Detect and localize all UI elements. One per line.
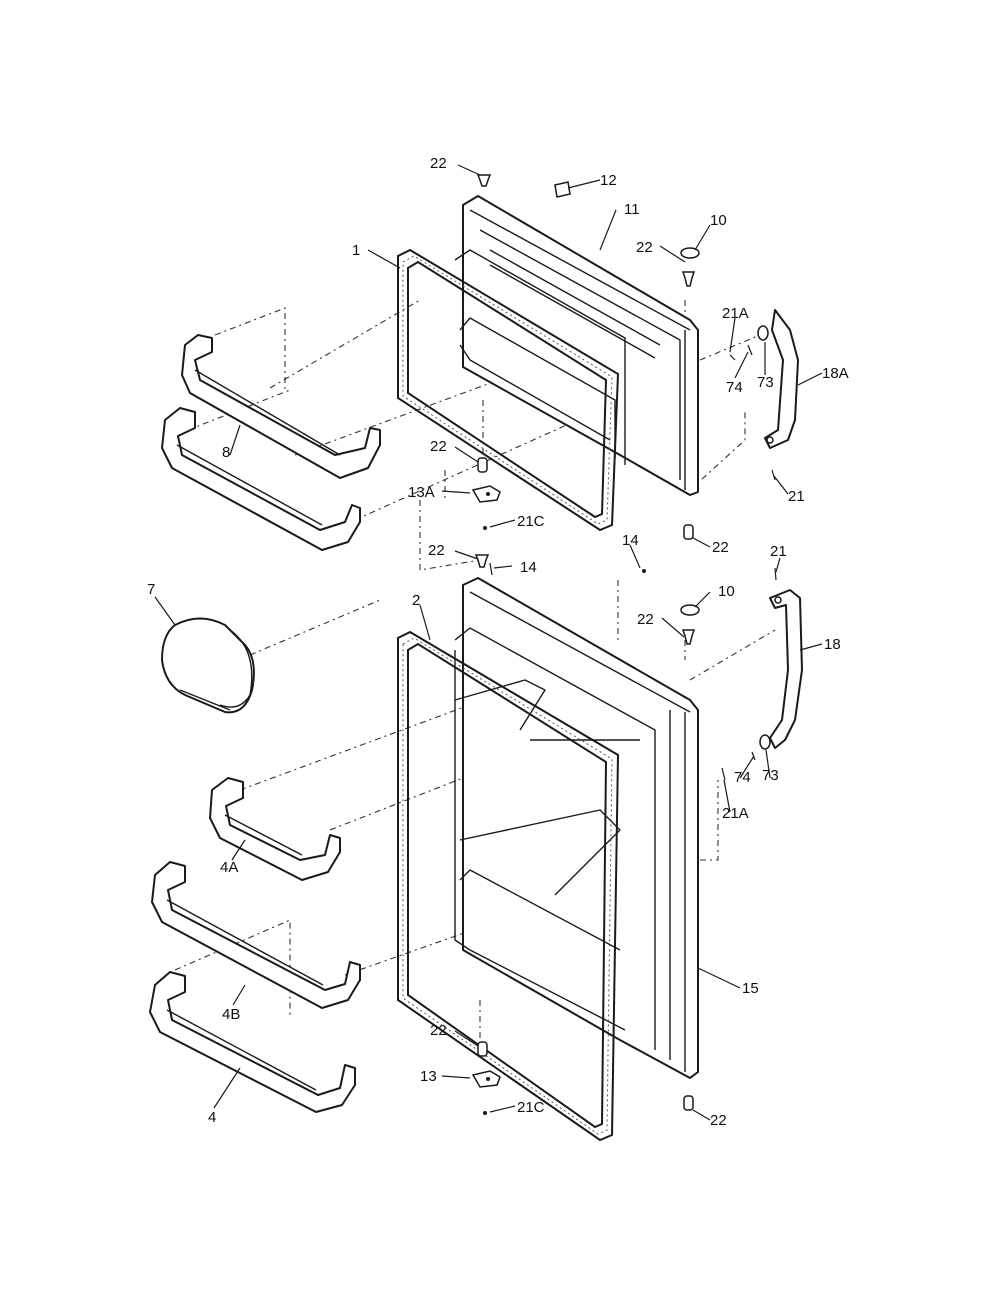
callout-12: 12	[600, 172, 617, 189]
callout-21c-lower: 21C	[517, 1099, 545, 1116]
callout-labels: 22 12 11 10 22 1 21A 18A 74 73 8 22 13A …	[147, 155, 849, 1129]
callout-74-lower: 74	[734, 769, 751, 786]
hardware-parts	[471, 174, 777, 1115]
callout-22-upper-hinge: 22	[636, 239, 653, 256]
dairy-compartment	[161, 617, 255, 714]
lower-hinge-18	[769, 589, 803, 749]
callout-18a: 18A	[822, 365, 849, 382]
callout-7: 7	[147, 581, 155, 598]
callout-74-upper: 74	[726, 379, 743, 396]
callout-15: 15	[742, 980, 759, 997]
callout-21c-upper: 21C	[517, 513, 545, 530]
callout-14-right: 14	[622, 532, 639, 549]
callout-4: 4	[208, 1109, 216, 1126]
callout-10-upper: 10	[710, 212, 727, 229]
freezer-door-gasket	[397, 248, 620, 532]
callout-14-left: 14	[520, 559, 537, 576]
callout-8: 8	[222, 444, 230, 461]
callout-73-upper: 73	[757, 374, 774, 391]
callout-10-lower: 10	[718, 583, 735, 600]
callout-22-hinge-lower: 22	[712, 539, 729, 556]
callout-73-lower: 73	[762, 767, 779, 784]
fresh-food-door-gasket	[397, 630, 620, 1142]
door-shelf-8-upper	[181, 334, 381, 479]
callout-13a: 13A	[408, 484, 435, 501]
leader-lines	[154, 164, 823, 1121]
door-shelf-4b	[151, 861, 361, 1009]
callout-4b: 4B	[222, 1006, 240, 1023]
callout-21-lower: 21	[770, 543, 787, 560]
callout-22-fresh-bottom: 22	[430, 1022, 447, 1039]
callout-22-fresh-top: 22	[428, 542, 445, 559]
callout-11: 11	[624, 201, 640, 218]
fresh-food-door-panel	[454, 577, 699, 1079]
callout-22-lower-hinge: 22	[637, 611, 654, 628]
callout-22-freezer-bottom: 22	[430, 438, 447, 455]
callout-13: 13	[420, 1068, 437, 1085]
door-shelf-4a	[209, 777, 341, 881]
callout-21-upper: 21	[788, 488, 805, 505]
freezer-door-panel	[454, 195, 699, 496]
callout-2: 2	[412, 592, 420, 609]
upper-hinge-18a	[764, 309, 799, 449]
callout-18: 18	[824, 636, 841, 653]
door-shelf-8-lower	[161, 407, 361, 551]
callout-21a-upper: 21A	[722, 305, 749, 322]
callout-1: 1	[352, 242, 360, 259]
callout-22-top: 22	[430, 155, 447, 172]
callout-4a: 4A	[220, 859, 238, 876]
callout-21a-lower: 21A	[722, 805, 749, 822]
callout-22-bottom-hinge: 22	[710, 1112, 727, 1129]
